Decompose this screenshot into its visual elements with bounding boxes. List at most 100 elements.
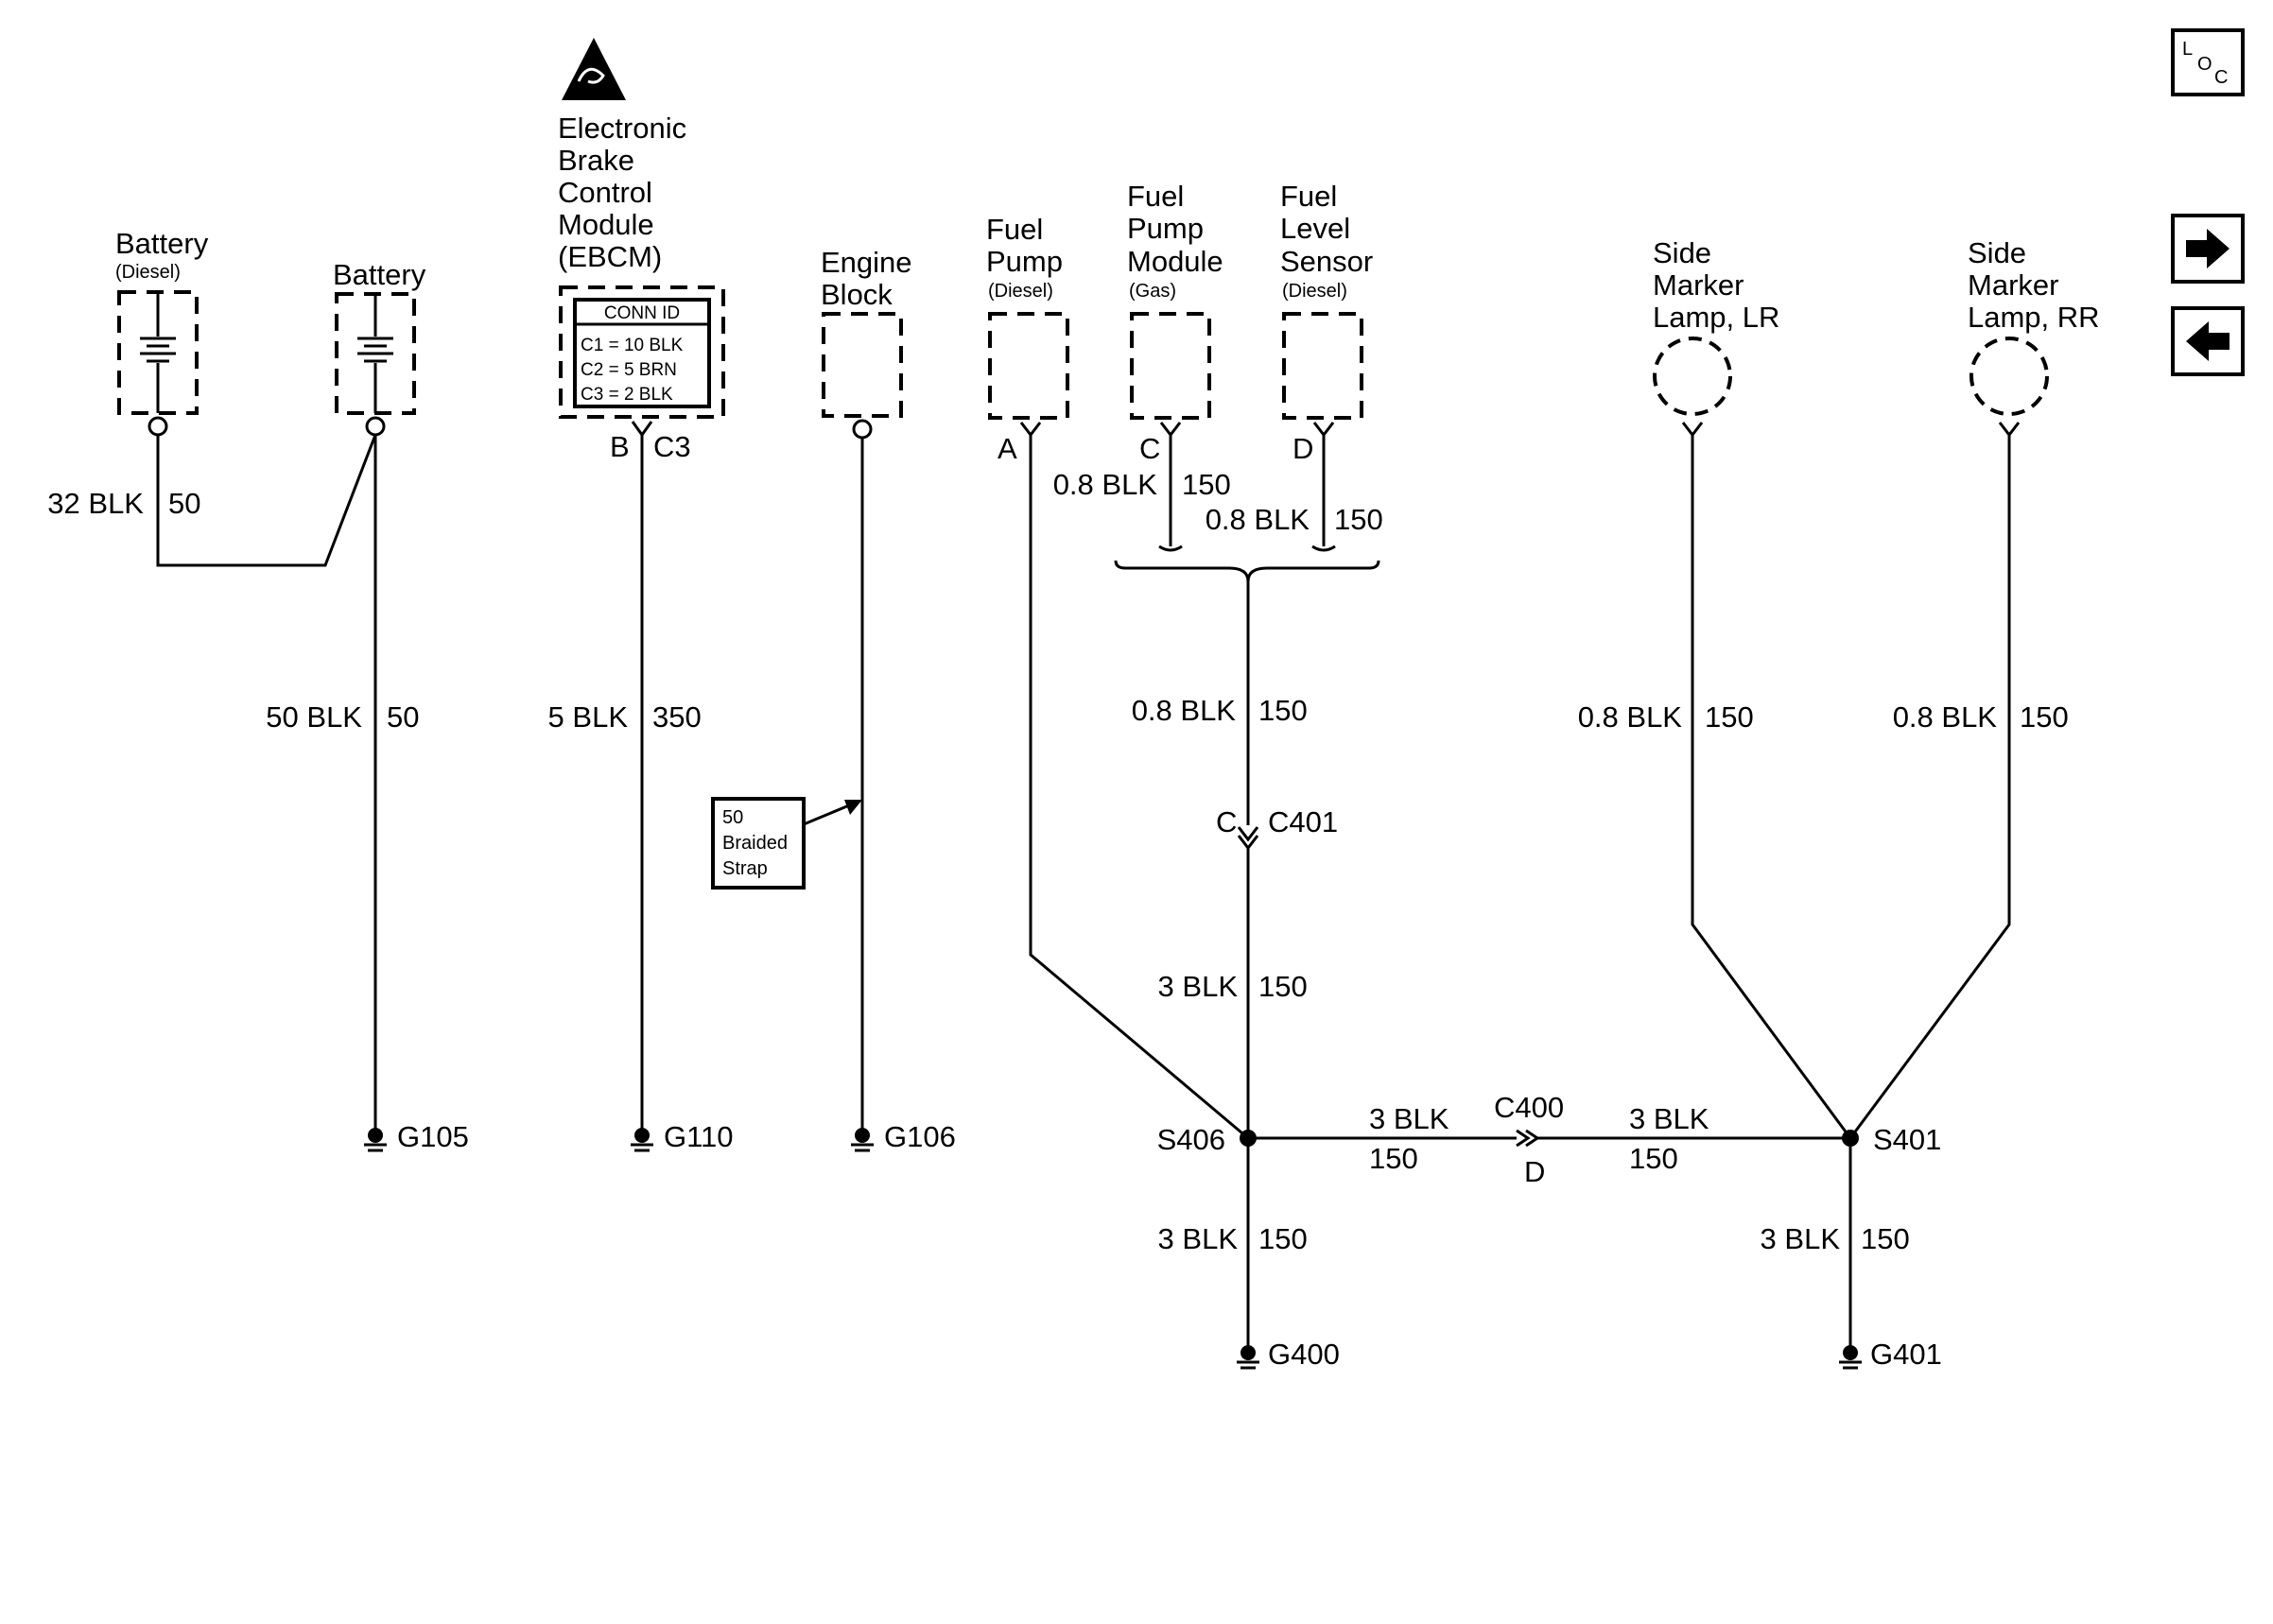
pin-label: C — [1139, 432, 1160, 465]
wire-size-label: 0.8 BLK — [1206, 503, 1310, 536]
wire-size-label: 3 BLK — [1629, 1102, 1709, 1135]
conn-id-table: CONN ID C1 = 10 BLK C2 = 5 BRN C3 = 2 BL… — [573, 298, 711, 408]
ground-label: G400 — [1268, 1338, 1340, 1371]
wire-size-label: 50 BLK — [266, 700, 362, 734]
ground-label: G105 — [397, 1120, 469, 1153]
ebcm-title-line: (EBCM) — [558, 240, 662, 273]
pin-label: C — [1216, 805, 1237, 838]
wire-size-label: 0.8 BLK — [1893, 700, 1998, 734]
wire-circuit-label: 150 — [1861, 1222, 1910, 1255]
ebcm-title-line: Control — [558, 176, 652, 209]
fuel-level-sensor-title-line: Fuel — [1280, 180, 1337, 213]
engine-block-title-line: Block — [821, 278, 893, 311]
fuel-pump-module: Fuel Pump Module (Gas) C 0.8 BLK 150 — [1053, 180, 1231, 552]
ground-g106: G106 — [851, 1120, 956, 1153]
arrowhead-icon — [844, 800, 862, 815]
wire-circuit-label: 350 — [652, 700, 702, 734]
battery-wires: 32 BLK 50 50 BLK 50 — [47, 434, 419, 1135]
loc-letter: C — [2214, 67, 2228, 88]
wire-circuit-label: 150 — [1258, 694, 1308, 727]
engine-block: Engine Block — [821, 246, 912, 1135]
wire-circuit-label: 150 — [1182, 468, 1231, 501]
ground-label: G401 — [1870, 1338, 1942, 1371]
esd-warning-icon — [562, 38, 626, 100]
splice-label: S401 — [1873, 1123, 1941, 1156]
side-marker-lr-title-line: Side — [1653, 236, 1711, 269]
ebcm-title-line: Electronic — [558, 112, 686, 145]
ebcm-title-line: Brake — [558, 144, 634, 177]
ebcm: Electronic Brake Control Module (EBCM) C… — [548, 112, 725, 1135]
pin-label: A — [998, 432, 1017, 465]
wire-size-label: 3 BLK — [1761, 1222, 1841, 1255]
wire-circuit-label: 150 — [1258, 970, 1308, 1003]
wire-size-label: 5 BLK — [548, 700, 629, 734]
wire-size-label: 0.8 BLK — [1132, 694, 1237, 727]
ground-g110: G110 — [631, 1120, 734, 1153]
fuel-level-sensor-title-line: Level — [1280, 212, 1350, 245]
wire-circuit-label: 150 — [1629, 1142, 1678, 1175]
fuel-pump-title-line: Pump — [986, 245, 1063, 278]
connector-label: C401 — [1268, 805, 1338, 838]
braided-strap-note: 50 Braided Strap — [711, 797, 862, 890]
wire-size-label: 3 BLK — [1369, 1102, 1449, 1135]
splice-label: S406 — [1157, 1123, 1225, 1156]
side-marker-lr-title-line: Marker — [1653, 268, 1744, 302]
ground-icon — [851, 1128, 874, 1152]
wire-circuit-label: 150 — [2020, 700, 2069, 734]
wire-circuit-label: 50 — [168, 487, 200, 520]
side-marker-rr-title-line: Marker — [1968, 268, 2058, 302]
ground-g401: G401 — [1839, 1338, 1942, 1371]
side-marker-rr-title-line: Side — [1968, 236, 2026, 269]
fuel-pump-module-title-line: Fuel — [1127, 180, 1184, 213]
fuel-pump-module-title-line: Module — [1127, 245, 1223, 278]
wire-circuit-label: 150 — [1258, 1222, 1308, 1255]
pin-label: D — [1293, 432, 1313, 465]
battery: Battery — [333, 258, 426, 437]
arrow-right-icon — [2186, 229, 2230, 268]
ground-icon — [364, 1128, 387, 1152]
engine-block-title-line: Engine — [821, 246, 912, 279]
ebcm-title-line: Module — [558, 208, 654, 241]
terminal-icon — [852, 419, 873, 440]
battery-symbol-icon — [140, 292, 176, 413]
side-marker-lr: Side Marker Lamp, LR 0.8 BLK 150 — [1578, 236, 1852, 1139]
side-marker-rr: Side Marker Lamp, RR 0.8 BLK 150 — [1848, 236, 2100, 1139]
fuel-pump-module-title-line: Pump — [1127, 212, 1204, 245]
wire-circuit-label: 50 — [387, 700, 419, 734]
fuel-level-sensor-subtitle: (Diesel) — [1282, 281, 1347, 302]
conn-id-row: C1 = 10 BLK — [581, 336, 684, 355]
terminal-icon — [365, 416, 386, 437]
battery-symbol-icon — [357, 294, 393, 413]
ground-g105: G105 — [364, 1120, 469, 1153]
loc-button[interactable]: L O C — [2171, 28, 2245, 96]
wire-circuit-label: 150 — [1369, 1142, 1418, 1175]
wire-size-label: 3 BLK — [1158, 970, 1239, 1003]
ground-icon — [1237, 1345, 1259, 1370]
connector-label: C400 — [1494, 1091, 1564, 1124]
fuel-pump-title-line: Fuel — [986, 213, 1043, 246]
fuel-pump-module-subtitle: (Gas) — [1129, 281, 1176, 302]
ground-bus: 3 BLK 150 C400 D 3 BLK 150 — [1248, 1091, 1850, 1188]
pin-label: D — [1524, 1155, 1545, 1188]
conn-id-row: C3 = 2 BLK — [581, 385, 673, 405]
option-brace: 0.8 BLK 150 — [1114, 560, 1380, 825]
battery-title: Battery — [333, 258, 426, 291]
strap-note-line: 50 — [722, 807, 743, 828]
previous-page-button[interactable] — [2171, 306, 2245, 376]
wire-size-label: 0.8 BLK — [1053, 468, 1158, 501]
next-page-button[interactable] — [2171, 214, 2245, 284]
ground-label: G106 — [884, 1120, 956, 1153]
fuel-pump-subtitle: (Diesel) — [988, 281, 1053, 302]
battery-diesel: Battery (Diesel) — [115, 227, 209, 437]
conn-id-row: C2 = 5 BRN — [581, 360, 677, 380]
terminal-icon — [147, 416, 168, 437]
ground-label: G110 — [664, 1120, 734, 1153]
loc-letter: O — [2197, 54, 2212, 75]
wire-size-label: 0.8 BLK — [1578, 700, 1683, 734]
ground-icon — [631, 1128, 653, 1152]
side-marker-rr-title-line: Lamp, RR — [1968, 301, 2100, 334]
conn-id-header: CONN ID — [604, 303, 680, 323]
ground-g400: G400 — [1237, 1338, 1340, 1371]
arrow-left-icon — [2186, 321, 2230, 361]
